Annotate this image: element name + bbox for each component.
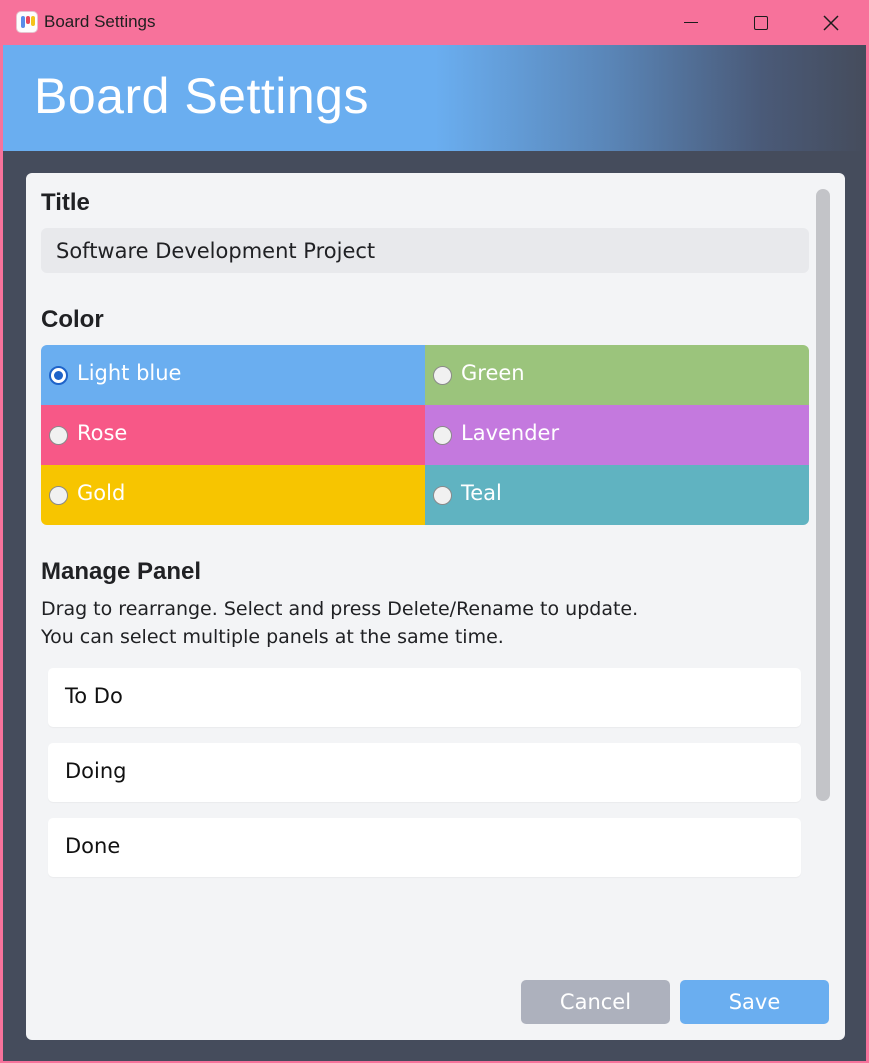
minimize-icon <box>684 21 698 24</box>
vertical-scrollbar[interactable] <box>816 189 830 801</box>
radio-light-blue[interactable] <box>49 366 68 385</box>
maximize-button[interactable] <box>726 0 796 45</box>
panel-list-item[interactable]: To Do <box>48 668 801 727</box>
title-section-label: Title <box>41 189 90 216</box>
settings-panel: Title Color Light blue Green Rose Lavend… <box>26 173 845 1040</box>
panel-list-item[interactable]: Done <box>48 818 801 877</box>
color-section-label: Color <box>41 306 104 333</box>
app-board-icon <box>16 11 38 33</box>
panel-list-item-label: To Do <box>65 684 123 708</box>
maximize-icon <box>754 15 768 30</box>
color-option-label: Light blue <box>77 361 182 385</box>
color-option-label: Gold <box>77 481 126 505</box>
page-title: Board Settings <box>34 68 369 124</box>
settings-header: Board Settings <box>3 45 866 151</box>
radio-teal[interactable] <box>433 486 452 505</box>
color-picker: Light blue Green Rose Lavender Gold Teal <box>41 345 809 525</box>
color-option-rose[interactable]: Rose <box>41 405 425 465</box>
close-button[interactable] <box>796 0 866 45</box>
manage-panel-description-line1: Drag to rearrange. Select and press Dele… <box>41 598 639 620</box>
color-option-label: Green <box>461 361 525 385</box>
manage-panel-section-label: Manage Panel <box>41 558 202 585</box>
color-option-lavender[interactable]: Lavender <box>425 405 809 465</box>
color-option-teal[interactable]: Teal <box>425 465 809 525</box>
radio-rose[interactable] <box>49 426 68 445</box>
color-option-light-blue[interactable]: Light blue <box>41 345 425 405</box>
cancel-button[interactable]: Cancel <box>521 980 670 1024</box>
color-option-label: Teal <box>461 481 502 505</box>
radio-green[interactable] <box>433 366 452 385</box>
color-option-label: Rose <box>77 421 128 445</box>
panel-list-item-label: Done <box>65 834 121 858</box>
close-icon <box>823 14 839 31</box>
board-title-input[interactable] <box>41 228 809 273</box>
color-option-green[interactable]: Green <box>425 345 809 405</box>
save-button[interactable]: Save <box>680 980 829 1024</box>
manage-panel-description-line2: You can select multiple panels at the sa… <box>41 626 504 648</box>
radio-lavender[interactable] <box>433 426 452 445</box>
color-option-gold[interactable]: Gold <box>41 465 425 525</box>
radio-gold[interactable] <box>49 486 68 505</box>
title-bar[interactable]: Board Settings <box>0 0 869 45</box>
panel-list-item[interactable]: Doing <box>48 743 801 802</box>
panel-list-item-label: Doing <box>65 759 127 783</box>
color-option-label: Lavender <box>461 421 560 445</box>
minimize-button[interactable] <box>656 0 726 45</box>
window-title: Board Settings <box>44 12 156 31</box>
